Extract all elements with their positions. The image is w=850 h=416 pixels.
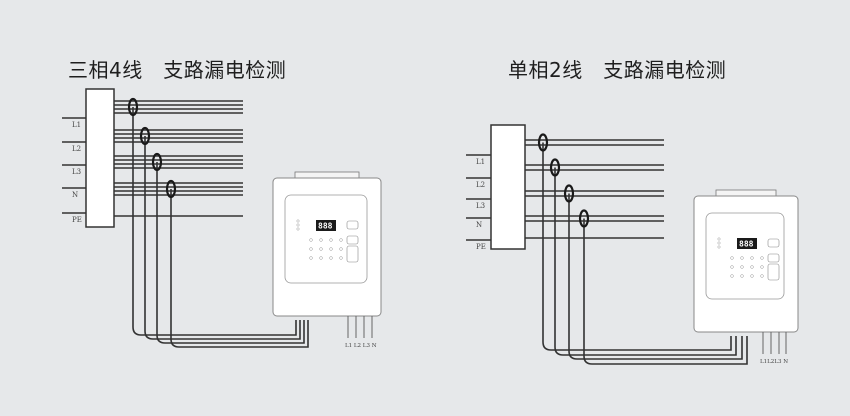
input-label-n: N	[476, 221, 482, 229]
channel-led	[730, 274, 734, 278]
led-display	[316, 220, 336, 231]
device-button	[346, 220, 359, 230]
channel-led	[760, 265, 764, 269]
channel-led	[730, 256, 734, 260]
led-display-text: 888	[318, 222, 333, 231]
device-front-panel	[284, 194, 368, 284]
ct-lead-wire	[568, 193, 743, 360]
led-display-text: 888	[739, 240, 754, 249]
ct-lead-wire	[156, 162, 305, 344]
current-transformer-icon	[139, 126, 151, 146]
current-transformer-icon	[151, 152, 163, 172]
device-button	[767, 238, 780, 248]
input-label-l1: L1	[72, 121, 81, 129]
ct-lead-wire	[144, 136, 301, 340]
channel-led	[309, 238, 313, 242]
led-display	[737, 238, 757, 249]
output-labels: L1L2L3 N	[760, 359, 788, 365]
channel-led	[750, 256, 754, 260]
channel-led	[760, 256, 764, 260]
channel-led	[339, 256, 343, 260]
channel-led	[740, 256, 744, 260]
ct-lead-wire	[170, 189, 309, 348]
current-transformer-icon	[537, 133, 549, 152]
ct-lead-wire	[554, 167, 737, 356]
input-label-l2: L2	[72, 145, 81, 153]
ct-lead-wire	[132, 107, 297, 336]
channel-led	[309, 247, 313, 251]
channel-led	[329, 256, 333, 260]
device-button	[346, 235, 359, 245]
channel-led	[740, 274, 744, 278]
channel-led	[319, 238, 323, 242]
status-led	[717, 245, 721, 249]
input-label-l3: L3	[476, 202, 485, 210]
status-led	[296, 219, 300, 223]
channel-led	[329, 247, 333, 251]
ct-lead-wire	[583, 218, 748, 365]
current-transformer-icon	[549, 158, 561, 177]
device-button	[346, 245, 359, 263]
output-labels: L1 L2 L3 N	[345, 343, 377, 349]
input-label-pe: PE	[72, 216, 82, 224]
distribution-panel	[490, 124, 526, 250]
channel-led	[319, 247, 323, 251]
channel-led	[339, 238, 343, 242]
channel-led	[740, 265, 744, 269]
device-front-panel	[705, 212, 785, 300]
channel-led	[339, 247, 343, 251]
input-label-n: N	[72, 191, 78, 199]
diagram-title-single-phase: 单相2线 支路漏电检测	[508, 58, 727, 82]
channel-led	[319, 256, 323, 260]
current-transformer-icon	[578, 209, 590, 228]
channel-led	[329, 238, 333, 242]
channel-led	[750, 265, 754, 269]
current-transformer-icon	[127, 97, 139, 117]
input-label-l3: L3	[72, 168, 81, 176]
channel-led	[309, 256, 313, 260]
distribution-panel	[85, 88, 115, 228]
device-button	[767, 263, 780, 281]
input-label-pe: PE	[476, 243, 486, 251]
diagram-title-three-phase: 三相4线 支路漏电检测	[68, 58, 287, 82]
ct-lead-wire	[542, 142, 732, 351]
status-led	[717, 237, 721, 241]
status-led	[296, 227, 300, 231]
input-label-l1: L1	[476, 158, 485, 166]
device-button	[767, 253, 780, 263]
status-led	[717, 241, 721, 245]
channel-led	[730, 265, 734, 269]
status-led	[296, 223, 300, 227]
channel-led	[760, 274, 764, 278]
current-transformer-icon	[165, 179, 177, 199]
channel-led	[750, 274, 754, 278]
current-transformer-icon	[563, 184, 575, 203]
input-label-l2: L2	[476, 181, 485, 189]
